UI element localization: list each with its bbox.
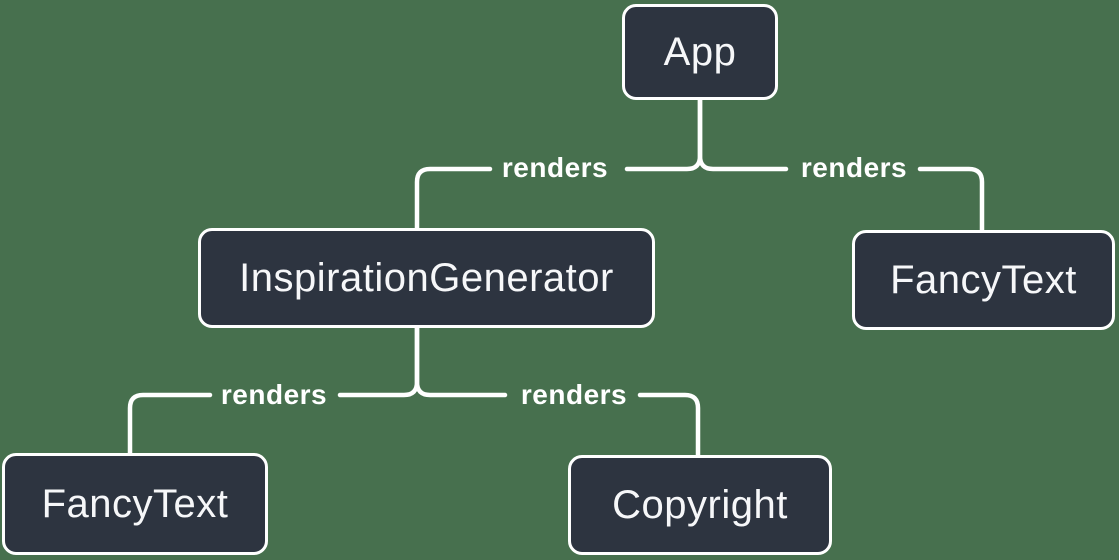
node-inspiration-generator-label: InspirationGenerator bbox=[239, 255, 614, 300]
connector-app-to-inspirationgenerator-upper bbox=[624, 97, 703, 172]
edge-label-inspirationgenerator-renders-fancytext: renders bbox=[220, 379, 328, 410]
edge-label-app-renders-fancytext: renders bbox=[800, 152, 908, 183]
node-fancy-text-left-label: FancyText bbox=[41, 481, 229, 526]
node-copyright: Copyright bbox=[568, 455, 832, 555]
connector-inspirationgenerator-to-fancytext-lower bbox=[127, 392, 213, 456]
node-fancy-text-left: FancyText bbox=[2, 453, 268, 555]
node-fancy-text-right: FancyText bbox=[852, 230, 1115, 330]
node-app: App bbox=[622, 4, 778, 100]
connector-app-to-fancytext-upper bbox=[697, 97, 789, 172]
node-app-label: App bbox=[663, 29, 737, 74]
connector-inspirationgenerator-to-copyright-upper bbox=[414, 325, 508, 398]
node-inspiration-generator: InspirationGenerator bbox=[198, 228, 655, 328]
connector-app-to-inspirationgenerator-lower bbox=[414, 166, 493, 231]
connector-inspirationgenerator-to-copyright-lower bbox=[637, 392, 701, 458]
edge-label-inspirationgenerator-renders-copyright: renders bbox=[520, 379, 628, 410]
node-fancy-text-right-label: FancyText bbox=[890, 257, 1077, 302]
edge-label-app-renders-inspirationgenerator: renders bbox=[501, 152, 609, 183]
node-copyright-label: Copyright bbox=[612, 482, 788, 527]
connector-inspirationgenerator-to-fancytext-upper bbox=[337, 325, 420, 398]
connector-app-to-fancytext-lower bbox=[917, 166, 985, 233]
